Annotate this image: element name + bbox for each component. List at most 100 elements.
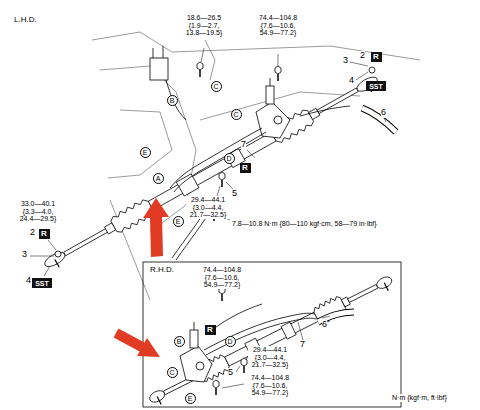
- replace-mark: R: [205, 325, 216, 335]
- control-valve: [256, 102, 290, 138]
- node-text: SST: [369, 83, 383, 90]
- callout-number: 7: [241, 140, 246, 150]
- control-valve: [194, 322, 195, 330]
- callout-number: 5: [228, 368, 233, 378]
- leader-line: [247, 150, 255, 158]
- nut: [55, 251, 61, 257]
- control-valve: [274, 116, 282, 124]
- control-valve: [196, 362, 204, 370]
- circled-letter: B: [174, 336, 185, 347]
- replace-mark: R: [371, 52, 382, 62]
- red-arrow: [114, 198, 169, 357]
- vehicle-frame: [205, 40, 215, 80]
- circled-letter: E: [140, 147, 151, 158]
- node-text: A: [156, 175, 161, 182]
- torque-spec: 29.4—44.1 {3.0—4.4, 21.7—32.5}: [248, 346, 292, 369]
- node-text: C: [169, 369, 174, 376]
- node-text: SST: [35, 280, 49, 287]
- leader-line: [350, 62, 368, 66]
- leader-line: [384, 118, 386, 122]
- illustration-part: [146, 270, 396, 409]
- callout-number: 4: [349, 76, 354, 86]
- callout-number: 2: [360, 51, 365, 61]
- node-text: E: [176, 218, 181, 225]
- node-text: E: [188, 395, 193, 402]
- control-valve: [180, 322, 212, 382]
- node-text: C: [233, 111, 238, 118]
- torque-spec: 74.4—104.8 {7.6—10.6, 54.9—77.2}: [246, 374, 294, 397]
- torque-spec: 74.4—104.8 {7.6—10.6, 54.9—77.2}: [198, 266, 246, 289]
- node-text: D: [226, 155, 231, 162]
- illustration-part: [40, 70, 382, 274]
- circled-letter: E: [173, 216, 184, 227]
- callout-number: 6: [381, 108, 386, 118]
- node-text: R: [373, 53, 379, 61]
- replace-mark: R: [39, 229, 50, 239]
- callout-number: 5: [232, 189, 237, 199]
- leader-line: [201, 48, 204, 62]
- hose: [300, 106, 350, 116]
- node-text: R: [41, 230, 47, 238]
- circled-letter: C: [167, 367, 178, 378]
- torque-spec: 7.8—10.8 N·m {80—110 kgf·cm, 58—79 in·lb…: [232, 220, 377, 228]
- circled-letter: C: [231, 109, 242, 120]
- leader-line: [278, 54, 279, 66]
- drive-label: R.H.D.: [150, 266, 174, 275]
- leader-line: [30, 48, 386, 276]
- illustration-part: [219, 172, 225, 187]
- circled-letter: D: [225, 336, 236, 347]
- pressure-pipes: [170, 128, 266, 260]
- illustration-part: [275, 66, 281, 81]
- hose: [300, 106, 396, 132]
- pressure-pipes: [212, 304, 262, 330]
- leader-line: [322, 316, 330, 318]
- pressure-pipes: [170, 128, 262, 188]
- leader-line: [356, 72, 368, 80]
- control-valve: [190, 330, 198, 348]
- vehicle-frame: [92, 32, 420, 300]
- callout-number: 6: [322, 320, 327, 330]
- pump-hose: [150, 46, 186, 120]
- nut: [55, 67, 375, 257]
- pressure-pipes: [174, 132, 266, 192]
- leader-line: [222, 384, 244, 388]
- circled-letter: E: [185, 393, 196, 404]
- callout-number: 2: [30, 228, 35, 238]
- node-text: R: [207, 326, 213, 334]
- pump-hose: [153, 46, 163, 58]
- node-text: D: [227, 338, 232, 345]
- control-valve: [266, 86, 274, 104]
- leader-line: [30, 256, 54, 257]
- illustration-part: [213, 380, 219, 395]
- callout-number: 7: [300, 340, 305, 350]
- leader-line: [236, 366, 240, 372]
- circled-letter: C: [211, 81, 222, 92]
- special-tool-mark: SST: [32, 278, 52, 288]
- torque-spec: 18.6—26.5 {1.9—2.7, 13.8—19.5}: [182, 14, 226, 37]
- leader-line: [48, 240, 56, 250]
- red-arrow: [143, 198, 169, 257]
- pump-hose: [150, 58, 168, 80]
- pressure-pipes: [204, 313, 314, 350]
- leader-line: [298, 322, 303, 340]
- node-text: R: [242, 164, 248, 172]
- control-valve: [180, 346, 212, 382]
- hose: [362, 108, 396, 132]
- node-text: E: [143, 149, 148, 156]
- replace-mark: R: [240, 163, 251, 173]
- special-tool-mark: SST: [366, 81, 386, 91]
- unit-note: N·m {kgf·m, ft·lbf}: [392, 394, 447, 402]
- torque-spec: 29.4—44.1 {3.0—4.4, 21.7—32.5}: [186, 196, 230, 219]
- circled-letter: A: [153, 173, 164, 184]
- circled-letter: B: [167, 95, 178, 106]
- illustration-part: [197, 62, 203, 77]
- torque-spec: 74.4—104.8 {7.6—10.6, 54.9—77.2}: [254, 14, 302, 37]
- vehicle-frame: [108, 110, 172, 178]
- nut: [369, 67, 375, 73]
- drive-label: L.H.D.: [14, 16, 37, 25]
- pump-hose: [166, 80, 186, 120]
- torque-spec: 33.0—40.1 {3.3—4.0, 24.4—29.5}: [16, 200, 60, 223]
- illustration-part: [241, 358, 247, 373]
